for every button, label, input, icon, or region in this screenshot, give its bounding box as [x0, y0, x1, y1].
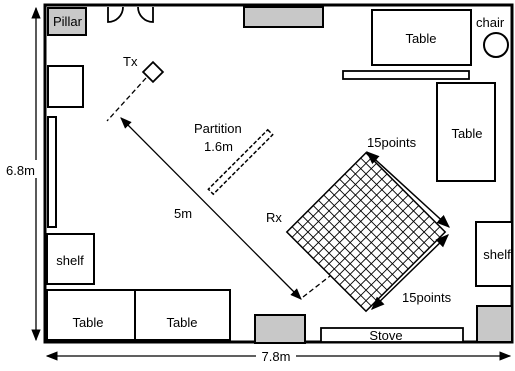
wall-box-left	[47, 65, 84, 108]
grid-line-col	[297, 163, 377, 243]
table-bottom-left-label: Table	[72, 315, 103, 330]
grid-line-row	[297, 221, 377, 301]
chair	[483, 32, 509, 58]
bench-strip	[342, 70, 470, 80]
grid-line-col	[291, 157, 372, 238]
width-dimension-label: 7.8m	[262, 349, 291, 364]
height-label-bg	[6, 160, 42, 178]
shelf-right	[475, 221, 513, 287]
tx-label: Tx	[123, 54, 138, 69]
rx-dashed-line	[302, 275, 331, 298]
shelf-left-label: shelf	[56, 253, 84, 268]
table-top	[371, 9, 472, 66]
partition-length: 1.6m	[204, 139, 233, 154]
gray-block-bottom-mid	[254, 314, 306, 344]
stove-label: Stove	[369, 328, 402, 343]
stove	[320, 327, 464, 343]
grid-bottom-count-label: 15points	[402, 290, 452, 305]
width-label-bg	[256, 348, 296, 364]
table-right-label: Table	[451, 126, 482, 141]
partition-title: Partition	[194, 121, 242, 136]
pillar	[47, 7, 87, 36]
measurement-grid	[285, 151, 447, 313]
grid-frame	[285, 151, 447, 313]
grid-bottom-count-arrow	[371, 234, 449, 310]
table-right	[436, 82, 496, 182]
rx-label: Rx	[266, 210, 282, 225]
tx-dashed-line	[106, 77, 147, 122]
height-dimension-label: 6.8m	[6, 163, 35, 178]
chair-label: chair	[476, 15, 505, 30]
grid-line-row	[302, 215, 383, 296]
grid-top-count-label: 15points	[367, 135, 417, 150]
distance-arrow	[120, 117, 302, 300]
shelf-left	[46, 233, 95, 285]
door	[107, 6, 154, 23]
table-top-label: Table	[405, 31, 436, 46]
gray-block-bottom-right	[476, 305, 513, 343]
grid-top-count-arrow	[366, 151, 450, 228]
table-bottom-mid-label: Table	[166, 315, 197, 330]
shelf-right-label: shelf	[483, 247, 511, 262]
partition	[207, 128, 274, 196]
wall-strip-left	[47, 116, 57, 228]
distance-label: 5m	[174, 206, 192, 221]
gray-block-top	[243, 6, 324, 28]
tx-antenna	[141, 60, 165, 84]
grid-line-row	[291, 226, 372, 307]
pillar-label: Pillar	[53, 14, 83, 29]
